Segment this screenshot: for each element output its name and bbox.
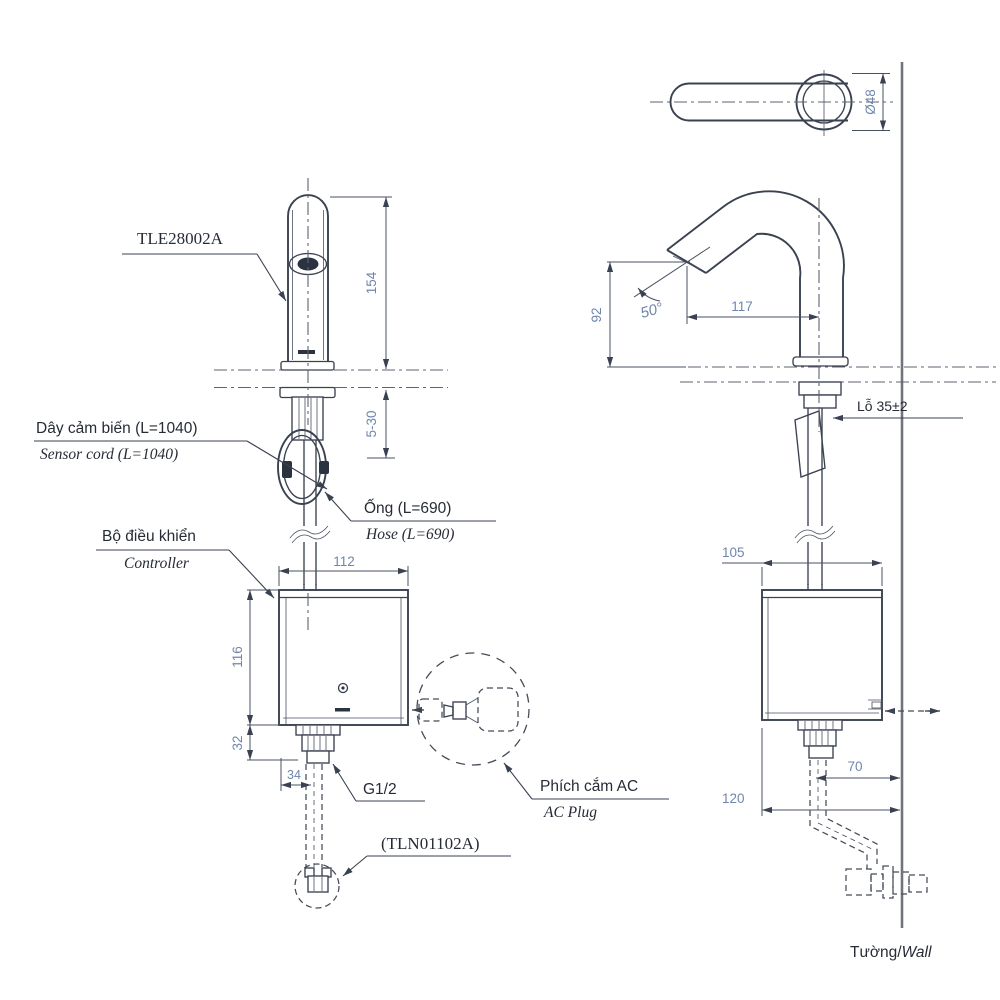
dim-controller-depth: 105	[722, 545, 745, 560]
wrapped-sensor-cord	[794, 410, 826, 478]
dim-tip-height: 92	[589, 307, 604, 322]
sensor-cord-label-vi: Dây cảm biến (L=1040)	[36, 420, 198, 437]
front-labels: TLE28002A Dây cảm biến (L=1040) Sensor c…	[34, 229, 669, 877]
front-dimensions: 154 5-30 112 116 32 34	[230, 196, 409, 791]
dim-spout-height: 154	[364, 271, 379, 294]
wall-label-en: Wall	[902, 944, 932, 961]
dim-deck-range: 5-30	[364, 410, 379, 437]
ac-plug-label-vi: Phích cắm AC	[540, 778, 638, 795]
sensor-cord-label-en: Sensor cord (L=1040)	[40, 446, 178, 463]
supply-pipe-front	[294, 764, 340, 909]
dim-fitting-width: 34	[287, 768, 301, 782]
wall-label-vi: Tường/	[850, 944, 902, 961]
dim-fitting-height: 32	[230, 735, 245, 750]
controller-label-vi: Bộ điều khiển	[102, 528, 196, 545]
inlet-valve-circle	[294, 863, 340, 909]
ac-plug-circle	[416, 652, 530, 766]
controller-box-side	[761, 584, 940, 721]
hose-label-en: Hose (L=690)	[365, 526, 454, 543]
controller-box-front	[278, 584, 409, 726]
hose-and-sensor-cord	[277, 429, 331, 585]
aerator-mark	[298, 350, 315, 354]
ac-plug-detail	[412, 652, 530, 766]
inlet-valve-code-label: (TLN01102A)	[381, 834, 480, 853]
dim-controller-width: 112	[333, 554, 355, 569]
ac-plug-label-en: AC Plug	[543, 804, 597, 821]
hole-size-label: Lỗ 35±2	[857, 398, 908, 414]
dim-spout-angle: 50°	[639, 299, 665, 322]
thread-size-label: G1/2	[363, 781, 397, 798]
side-dimensions: 92 50° 117 Lỗ 35±2 105 70 120	[589, 246, 963, 816]
controller-label-en: Controller	[124, 555, 190, 572]
product-code-label: TLE28002A	[137, 229, 224, 248]
outlet-fitting-side	[797, 719, 843, 759]
dim-controller-to-wall: 120	[722, 791, 745, 806]
wall-label: Tường/Wall	[850, 944, 932, 961]
hose-label-vi: Ống (L=690)	[364, 499, 451, 517]
spout-side-view	[666, 190, 849, 585]
side-view: Ø48	[589, 62, 996, 961]
front-view: 154 5-30 112 116 32 34 TLE28002A Dây c	[34, 178, 669, 909]
dim-controller-height: 116	[230, 646, 245, 668]
dim-spout-diameter: Ø48	[863, 89, 878, 115]
spout-plan-view: Ø48	[650, 70, 893, 136]
supply-pipe-side	[809, 760, 928, 899]
outlet-fitting-front	[295, 724, 341, 764]
dim-valve-to-wall: 70	[847, 759, 862, 774]
dim-spout-reach: 117	[731, 299, 753, 314]
